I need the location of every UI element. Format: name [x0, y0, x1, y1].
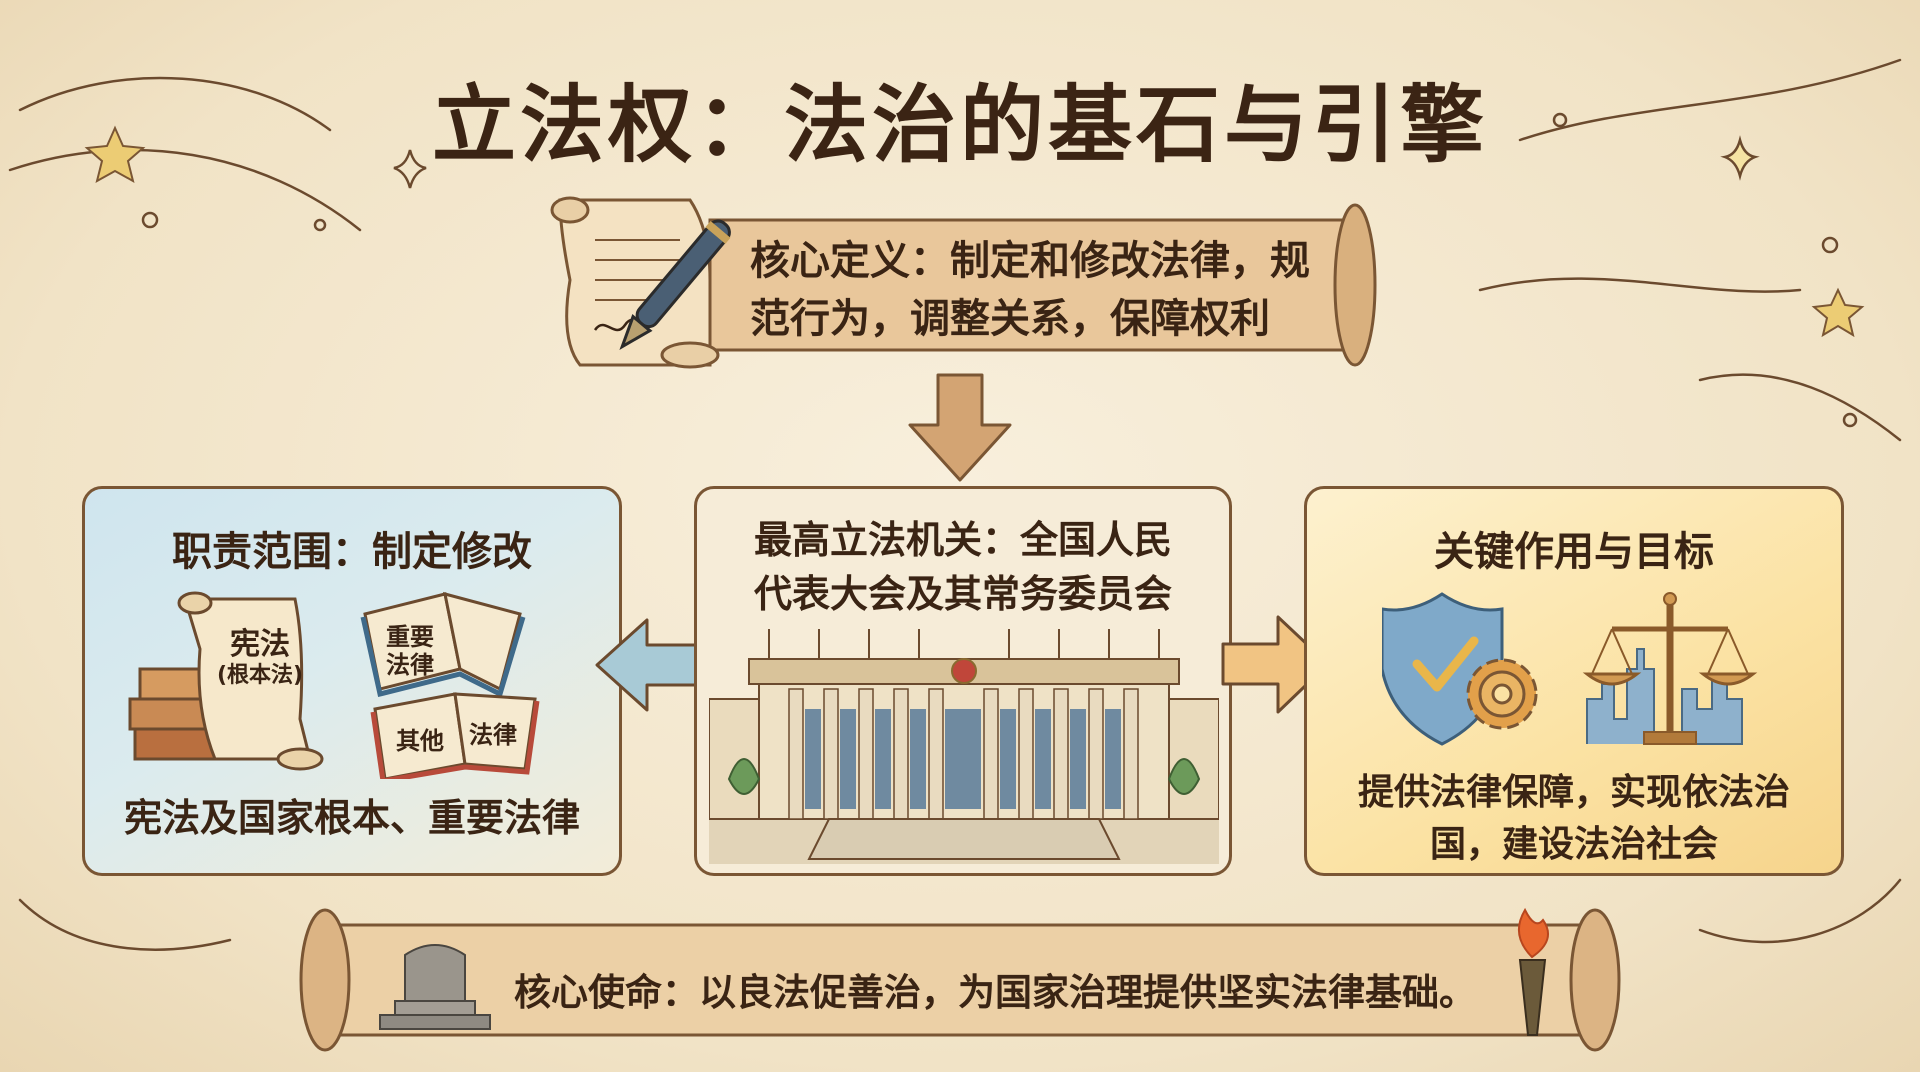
building-icon — [709, 629, 1219, 864]
responsibility-caption: 宪法及国家根本、重要法律 — [123, 796, 580, 840]
swirl-doodle — [1478, 277, 1802, 293]
role-caption-line-2: 国，建设法治社会 — [1429, 824, 1718, 865]
fountain-pen-icon — [619, 219, 731, 350]
torch-icon — [1517, 907, 1550, 1036]
swirl-doodle — [18, 898, 232, 951]
legislature-line-2: 代表大会及其常务委员会 — [753, 572, 1172, 616]
star-icon — [1811, 287, 1865, 338]
role-caption: 提供法律保障，实现依法治 国，建设法治社会 — [1307, 767, 1841, 871]
circle-doodle — [141, 211, 159, 229]
star-icon — [84, 125, 146, 183]
mission-scroll — [299, 907, 1621, 1052]
definition-scroll — [550, 196, 1377, 369]
swirl-doodle — [8, 148, 362, 232]
swirl-doodle — [1698, 373, 1902, 442]
definition-line-2: 范行为，调整关系，保障权利 — [750, 296, 1270, 342]
circle-doodle — [1821, 236, 1839, 254]
swirl-doodle — [1698, 878, 1902, 944]
books-icon — [128, 591, 540, 779]
legislature-line-1: 最高立法机关：全国人民 — [753, 518, 1172, 562]
role-title: 关键作用与目标 — [1434, 529, 1714, 575]
page-title: 立法权：法治的基石与引擎 — [431, 76, 1488, 174]
responsibility-panel: 职责范围：制定修改 宪法 (根本法) 重要 法律 其他 法律 宪法及国家根本、重… — [82, 486, 622, 876]
important-law-label-1: 重要 — [386, 623, 434, 651]
gear-icon — [1466, 658, 1538, 730]
scales-icon — [1582, 592, 1758, 745]
sparkle-icon — [393, 149, 427, 189]
responsibility-title: 职责范围：制定修改 — [172, 529, 532, 575]
mission-text: 核心使命：以良法促善治，为国家治理提供坚实法律基础。 — [514, 971, 1476, 1014]
role-panel: 关键作用与目标 提供法律保障，实现依法治 国，建设法治社会 — [1304, 486, 1844, 876]
city-skyline-icon — [1586, 648, 1743, 745]
swirl-doodle — [18, 76, 332, 132]
circle-doodle — [1552, 112, 1568, 128]
circle-doodle — [1842, 412, 1858, 428]
definition-line-1: 核心定义：制定和修改法律，规 — [750, 238, 1310, 284]
sparkle-icon — [1720, 135, 1760, 181]
other-law-label-left: 其他 — [396, 727, 444, 755]
down-arrow-icon — [908, 373, 1012, 482]
scroll-icon — [550, 196, 720, 369]
constitution-label: 宪法 — [230, 627, 290, 662]
monument-icon — [379, 944, 491, 1030]
constitution-sublabel: (根本法) — [216, 663, 304, 688]
circle-doodle — [313, 218, 327, 232]
left-arrow-icon — [595, 618, 702, 712]
role-caption-line-1: 提供法律保障，实现依法治 — [1357, 772, 1790, 813]
legislature-panel: 最高立法机关：全国人民 代表大会及其常务委员会 — [694, 486, 1232, 876]
swirl-doodle — [1518, 58, 1902, 142]
important-law-label-2: 法律 — [386, 651, 434, 679]
definition-text: 核心定义：制定和修改法律，规 范行为，调整关系，保障权利 — [750, 232, 1350, 348]
other-law-label-right: 法律 — [469, 721, 517, 749]
legislature-text: 最高立法机关：全国人民 代表大会及其常务委员会 — [697, 513, 1229, 621]
right-arrow-icon — [1221, 615, 1330, 714]
